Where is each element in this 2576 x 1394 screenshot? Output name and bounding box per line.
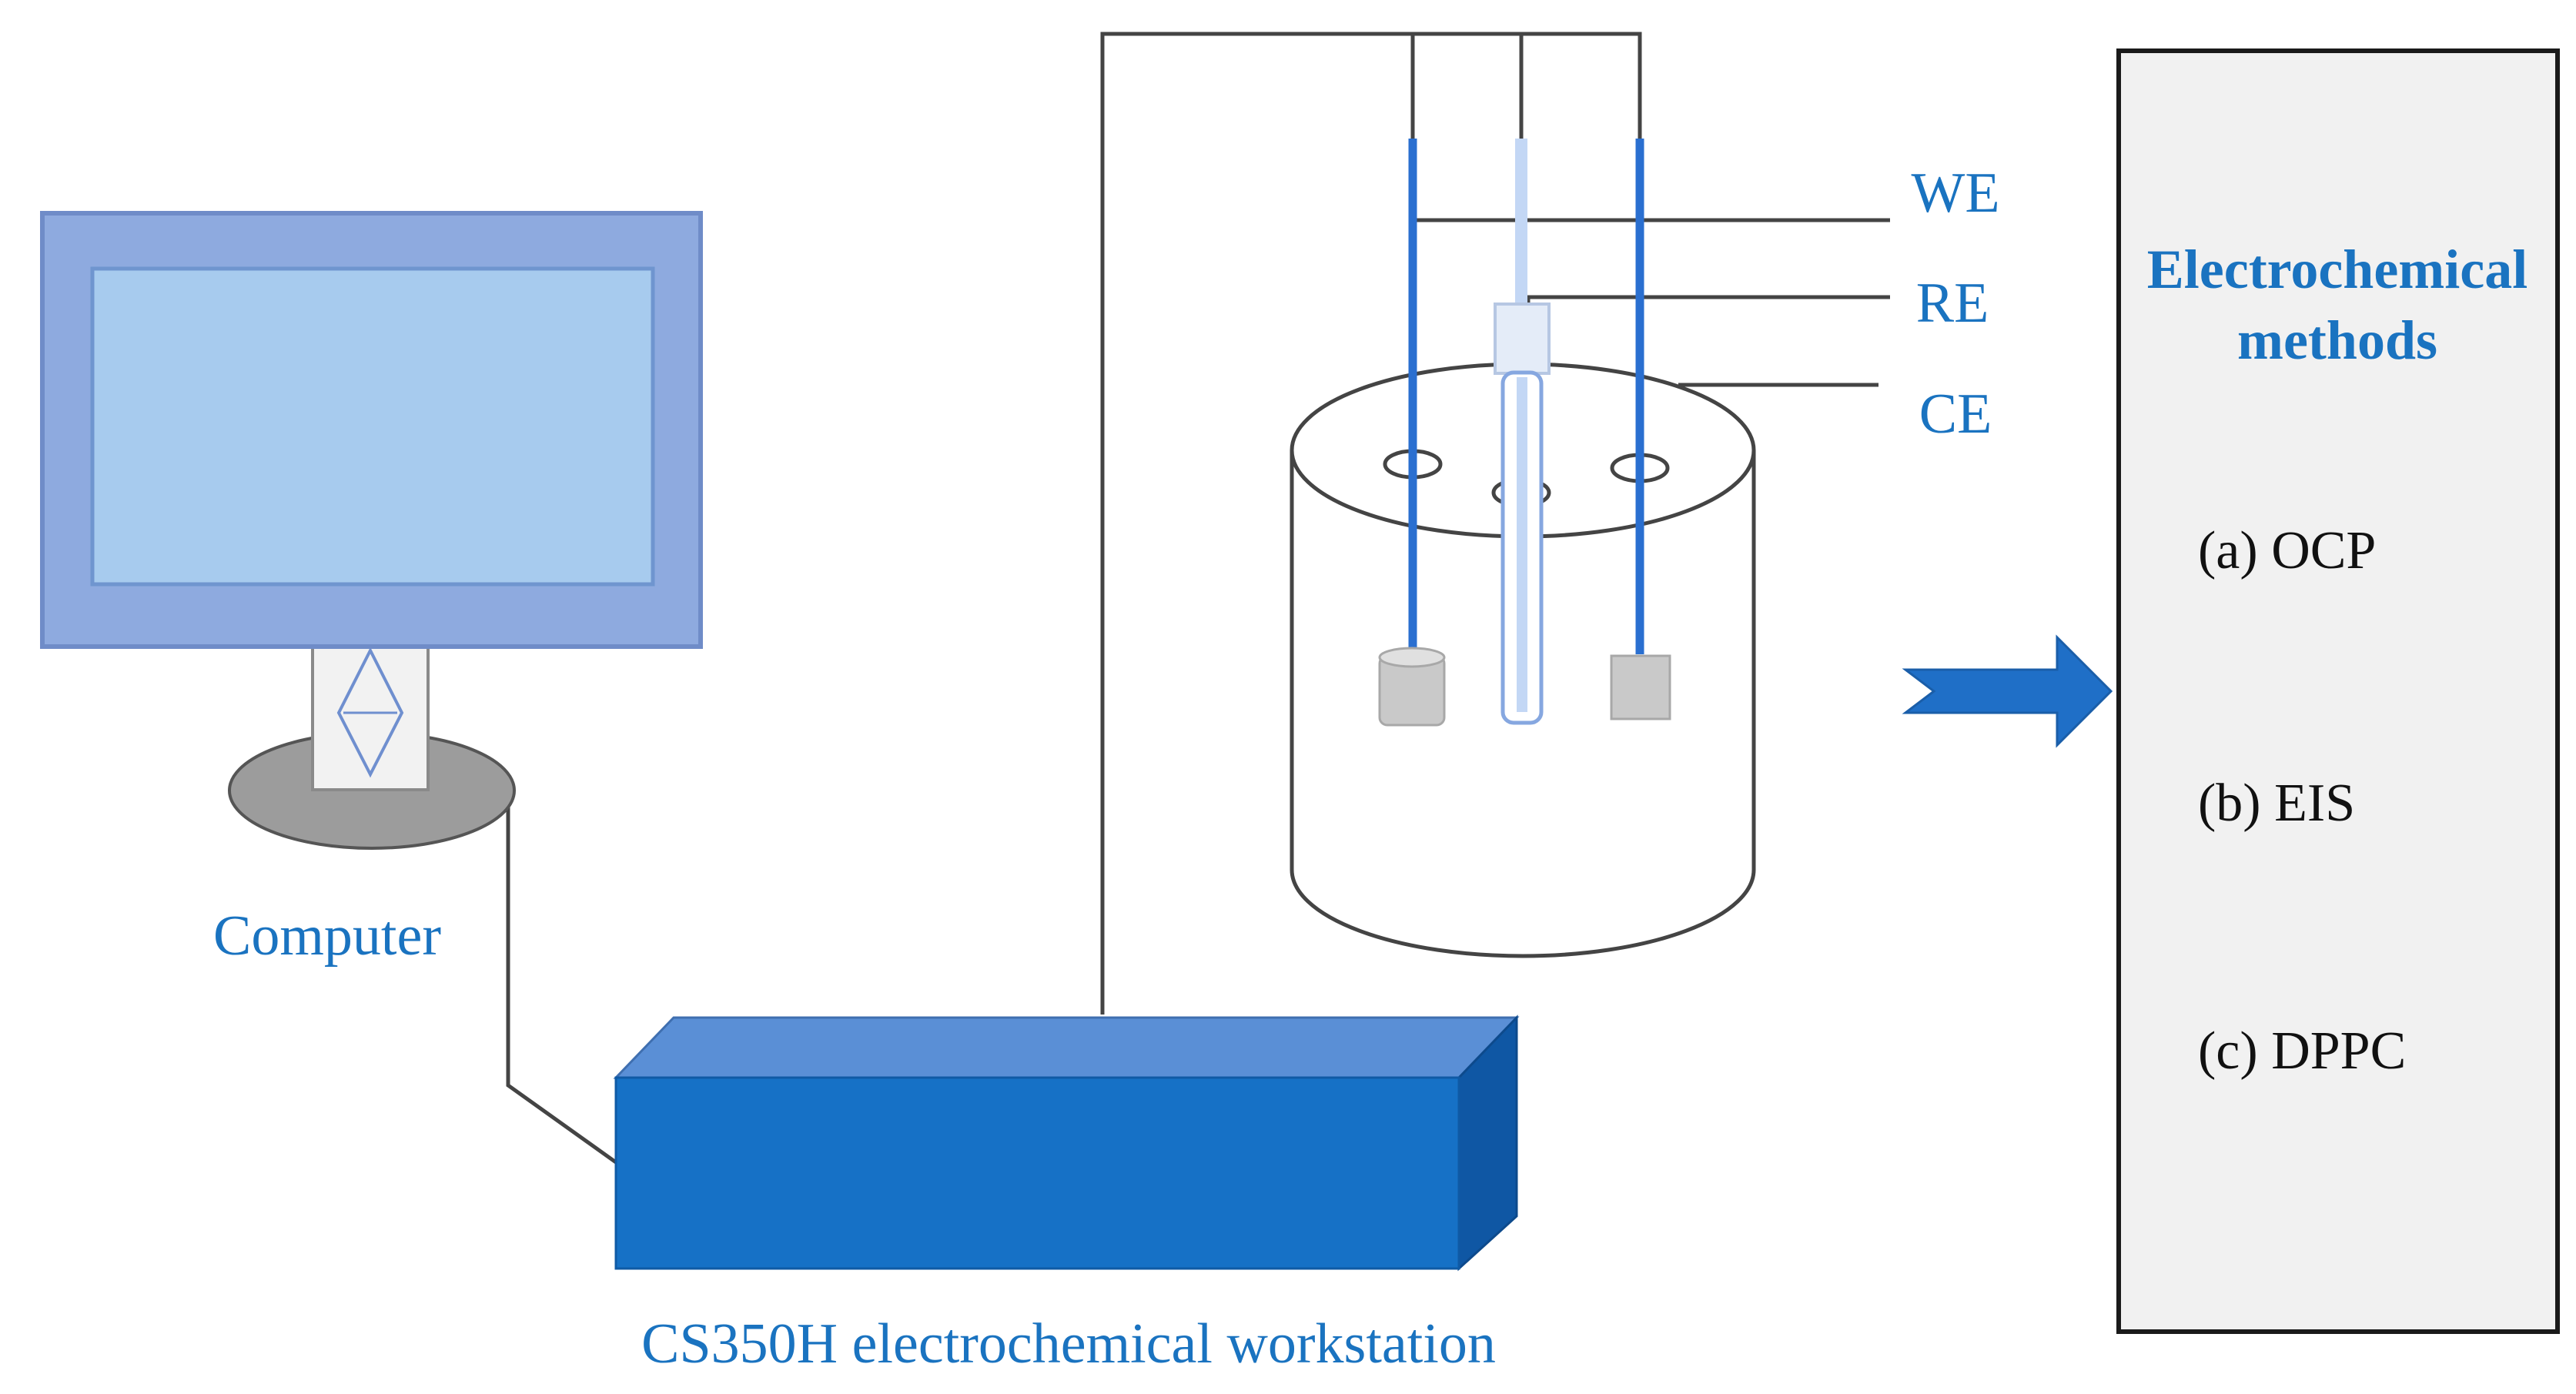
workstation-label: CS350H electrochemical workstation: [641, 1312, 1496, 1376]
method-item-dppc: (c) DPPC: [2198, 1021, 2406, 1081]
computer-cable: [506, 793, 617, 1165]
methods-title-line2: methods: [2237, 309, 2437, 371]
electrochemical-cell: [1290, 139, 1756, 958]
workstation-front: [614, 1076, 1460, 1270]
re-label: RE: [1916, 272, 1989, 335]
workstation-bus-wire: [1100, 32, 1642, 1015]
methods-title-line1: Electrochemical: [2147, 239, 2527, 300]
re-leader-line: [1526, 295, 1890, 306]
reference-electrode-cap: [1494, 303, 1551, 375]
monitor-stand-ornament: [336, 647, 404, 778]
methods-panel: [2116, 48, 2560, 1334]
right-arrow-icon: [1902, 634, 2113, 748]
counter-electrode-plate: [1610, 654, 1671, 720]
we-label: WE: [1911, 162, 1999, 225]
workstation: [613, 1015, 1520, 1272]
monitor-screen: [90, 266, 655, 587]
computer: [40, 211, 703, 850]
workstation-top: [613, 1016, 1520, 1079]
ce-label: CE: [1919, 383, 1992, 446]
method-item-ocp: (a) OCP: [2198, 521, 2376, 580]
method-item-eis: (b) EIS: [2198, 774, 2355, 833]
working-electrode-sample-top: [1378, 647, 1446, 668]
computer-label: Computer: [213, 904, 441, 968]
